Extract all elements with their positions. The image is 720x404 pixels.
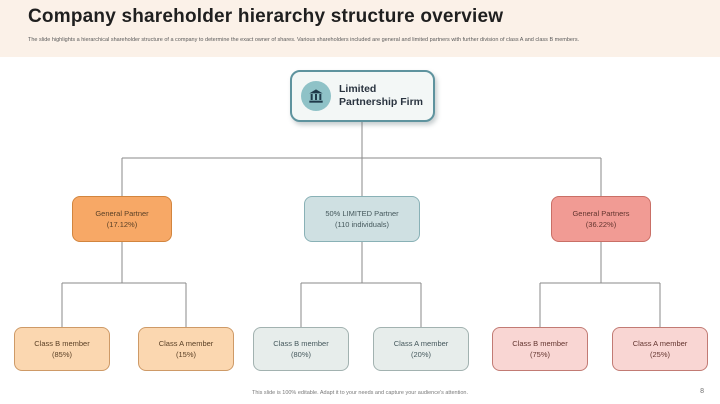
leaf-value: (75%) [529, 350, 550, 359]
leaf-value: (80%) [290, 350, 311, 359]
leaf-label: Class B member [512, 338, 568, 348]
leaf-value: (15%) [175, 350, 196, 359]
leaf-label: Class B member [34, 338, 90, 348]
node-class-a-member-25: Class A member (25%) [612, 327, 708, 371]
bank-building-icon [301, 81, 331, 111]
footer-note: This slide is 100% editable. Adapt it to… [252, 390, 468, 396]
node-general-partner: General Partner (17.12%) [72, 196, 172, 242]
node-class-b-member-80: Class B member (80%) [253, 327, 349, 371]
root-node-label: Limited Partnership Firm [339, 83, 424, 108]
leaf-value: (85%) [51, 350, 72, 359]
node-general-partners: General Partners (36.22%) [551, 196, 651, 242]
leaf-label: Class A member [632, 338, 688, 348]
branch-value: (36.22%) [585, 220, 617, 229]
node-class-a-member-15: Class A member (15%) [138, 327, 234, 371]
page-title: Company shareholder hierarchy structure … [28, 6, 504, 27]
page-subtitle: The slide highlights a hierarchical shar… [28, 37, 580, 43]
branch-label: 50% LIMITED Partner [325, 208, 399, 218]
page-number: 8 [700, 388, 704, 395]
leaf-label: Class A member [393, 338, 449, 348]
leaf-value: (25%) [649, 350, 670, 359]
node-limited-partnership-firm: Limited Partnership Firm [290, 70, 435, 122]
leaf-label: Class B member [273, 338, 329, 348]
node-limited-partner: 50% LIMITED Partner (110 individuals) [304, 196, 420, 242]
header-band: Company shareholder hierarchy structure … [0, 0, 720, 57]
node-class-b-member-85: Class B member (85%) [14, 327, 110, 371]
branch-label: General Partners [572, 208, 630, 218]
branch-value: (17.12%) [106, 220, 138, 229]
node-class-b-member-75: Class B member (75%) [492, 327, 588, 371]
node-class-a-member-20: Class A member (20%) [373, 327, 469, 371]
branch-value: (110 individuals) [334, 220, 390, 229]
leaf-value: (20%) [410, 350, 431, 359]
leaf-label: Class A member [158, 338, 214, 348]
branch-label: General Partner [95, 208, 149, 218]
